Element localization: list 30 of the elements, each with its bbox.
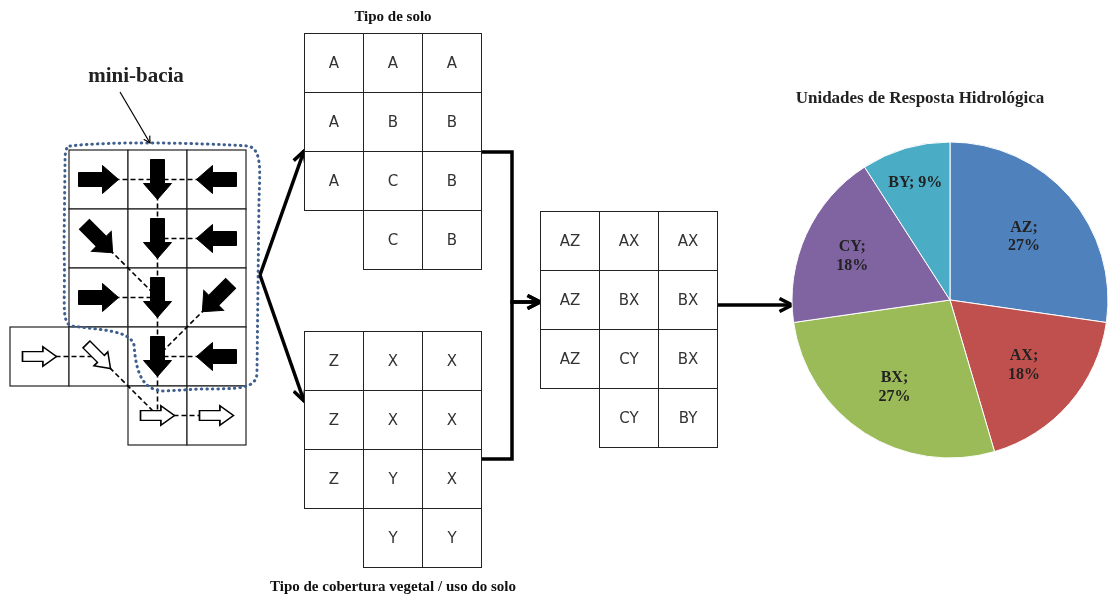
table-cell: C <box>363 210 423 270</box>
data-label: CY; 18% <box>835 236 870 274</box>
grid-title: Tipo de solo <box>354 8 432 25</box>
dotted-boundary <box>62 141 262 393</box>
table-cell: AZ <box>540 329 600 389</box>
data-label: BX; 27% <box>877 368 912 405</box>
arrow <box>482 150 542 311</box>
table-cell: Y <box>422 508 482 568</box>
arrow <box>718 296 794 314</box>
table-cell: Z <box>304 449 364 509</box>
table-cell: BY <box>658 388 718 448</box>
grid-title: Tipo de cobertura vegetal / uso do solo <box>270 578 516 595</box>
data-label: AX; 18% <box>1007 345 1042 383</box>
leader-line <box>119 91 151 144</box>
table-cell: CY <box>599 388 659 448</box>
table-cell: Y <box>363 508 423 568</box>
flow-direction-grid-drawing <box>9 149 247 446</box>
table-cell: Z <box>304 331 364 391</box>
table-cell: A <box>422 33 482 93</box>
callout-label: mini-bacia <box>70 58 202 92</box>
table-cell: X <box>422 331 482 391</box>
data-label: AZ; 27% <box>1007 217 1042 255</box>
table-cell: A <box>304 33 364 93</box>
chart-title: Unidades de Resposta Hidrológica <box>794 88 1046 108</box>
data-label: BY; 9% <box>887 172 944 191</box>
table-cell: AX <box>658 211 718 271</box>
table-cell: A <box>304 151 364 211</box>
table-cell: B <box>422 210 482 270</box>
pie-chart <box>791 141 1109 459</box>
table-cell: AZ <box>540 211 600 271</box>
